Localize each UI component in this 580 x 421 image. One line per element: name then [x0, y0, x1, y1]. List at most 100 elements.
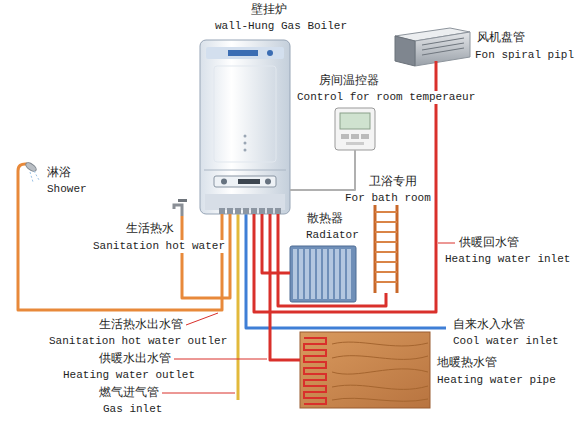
boiler-drawing-part	[219, 208, 225, 214]
control-wire	[290, 150, 355, 190]
radiator-drawing-part	[323, 249, 327, 299]
pipe-label: Gas inlet	[102, 403, 163, 416]
pipe-label: Heating water outlet	[62, 369, 196, 382]
boiler-drawing-part	[214, 176, 276, 187]
component-caption: Control for room temperaeur	[296, 91, 476, 104]
boiler-drawing-part	[251, 208, 257, 214]
component-caption: 淋浴	[46, 166, 72, 180]
fan-coil-drawing-part	[435, 61, 438, 68]
boiler-drawing-part	[259, 208, 265, 214]
radiator-drawing-part	[290, 246, 356, 302]
component-caption: Heating water pipe	[436, 374, 557, 387]
boiler-drawing-part	[238, 179, 260, 184]
radiator-drawing	[290, 246, 356, 302]
leader-line-part	[162, 393, 235, 394]
radiator-drawing-part	[329, 249, 333, 299]
towel-rack-drawing-part	[375, 211, 397, 213]
thermostat-drawing-part	[335, 108, 375, 150]
pipe-label: 供暖回水管	[458, 236, 520, 250]
heating-pipe	[278, 214, 386, 306]
room-thermostat: 房间温控器Control for room temperaeur	[335, 108, 375, 150]
shower-drawing-part	[24, 161, 37, 173]
floor-heating-drawing-part	[332, 385, 428, 389]
thermostat-drawing-part	[351, 134, 359, 139]
radiator-drawing-part	[299, 249, 303, 299]
thermostat-drawing	[335, 108, 375, 150]
component-caption: For bath room	[344, 192, 432, 205]
boiler-drawing-part	[227, 208, 233, 214]
floor-heating-drawing-part	[332, 398, 428, 401]
boiler-drawing-part	[267, 50, 273, 56]
pipe-label: 供暖水出水管	[98, 352, 172, 366]
towel-rack-drawing	[375, 205, 397, 293]
boiler-drawing-part	[244, 135, 247, 138]
component-caption: 散热器	[306, 212, 344, 226]
fan-coil-drawing-part	[422, 48, 464, 55]
radiator-drawing-part	[305, 249, 309, 299]
leader-line-part	[186, 313, 218, 325]
thermostat-drawing-part	[341, 134, 349, 139]
boiler-drawing-part	[244, 149, 247, 152]
component-caption: Radiator	[305, 229, 360, 242]
hot-water-pipe	[182, 214, 230, 298]
fan-coil-drawing-part	[415, 32, 470, 66]
gas-boiler: 壁挂炉wall-Hung Gas Boiler	[200, 40, 290, 214]
floor-heating-drawing-part	[332, 369, 428, 374]
gas-pipe	[238, 212, 239, 400]
floor-heating-drawing-part	[300, 332, 430, 408]
component-caption: Sanitation hot water	[92, 240, 226, 253]
boiler-drawing-part	[206, 47, 284, 59]
boiler-drawing-part	[235, 208, 241, 214]
boiler-drawing-part	[265, 179, 271, 185]
gas-pipe-part	[237, 212, 240, 400]
towel-rack-drawing-part	[375, 241, 397, 243]
radiator-drawing-part	[293, 249, 297, 299]
component-caption: 房间温控器	[318, 74, 380, 88]
thermostat-drawing-part	[340, 113, 370, 129]
radiator-drawing-part	[311, 249, 315, 299]
boiler-drawing-part	[221, 179, 227, 185]
pipe-label: Sanitation hot water outler	[48, 335, 228, 348]
floor-heating-drawing-part	[304, 338, 326, 404]
boiler-drawing-part	[214, 66, 276, 162]
leader-line-part	[174, 359, 267, 360]
component-caption: 生活热水	[125, 222, 175, 236]
boiler-drawing-part	[205, 194, 285, 210]
fan-coil-drawing	[395, 28, 470, 68]
towel-rack-drawing-part	[375, 271, 397, 273]
component-caption: Shower	[46, 183, 88, 196]
towel-rack-drawing-part	[375, 231, 397, 233]
heating-pipe	[270, 214, 300, 360]
shower-drawing-part	[30, 172, 33, 182]
radiator-drawing-part	[341, 249, 345, 299]
hot-water-tap: 生活热水Sanitation hot water	[172, 198, 194, 216]
component-caption: 壁挂炉	[250, 3, 288, 17]
shower-head: 淋浴Shower	[8, 160, 42, 192]
pipe-label: 自来水入水管	[452, 318, 526, 332]
thermostat-drawing-part	[346, 142, 364, 145]
floor-heating: 地暖热水管Heating water pipe	[300, 332, 430, 408]
heating-pipe	[262, 214, 290, 273]
pipe-label: 燃气进气管	[98, 386, 160, 400]
tap-drawing	[174, 199, 187, 216]
boiler-drawing	[200, 40, 290, 214]
leader-line	[162, 243, 455, 393]
pipe-label: Cool water inlet	[452, 335, 560, 348]
towel-rack-drawing-part	[375, 261, 397, 263]
boiler-drawing-part	[244, 142, 247, 145]
thermostat-drawing-part	[361, 134, 369, 139]
boiler-drawing-part	[204, 170, 286, 171]
towel-rack-drawing-part	[374, 205, 377, 293]
floor-heating-drawing	[300, 332, 430, 408]
floor-heating-drawing-part	[332, 356, 428, 360]
leader-line-part	[438, 243, 455, 244]
radiator: 散热器Radiator	[290, 246, 356, 302]
component-caption: Fon spiral pipl	[474, 49, 575, 62]
radiator-drawing-part	[335, 249, 339, 299]
tap-drawing-part	[178, 199, 187, 202]
boiler-drawing-part	[228, 50, 258, 56]
towel-rack: 卫浴专用For bath room	[372, 205, 400, 293]
shower-drawing-part	[18, 164, 27, 192]
fan-coil-drawing-part	[395, 36, 415, 66]
component-caption: wall-Hung Gas Boiler	[214, 20, 348, 33]
